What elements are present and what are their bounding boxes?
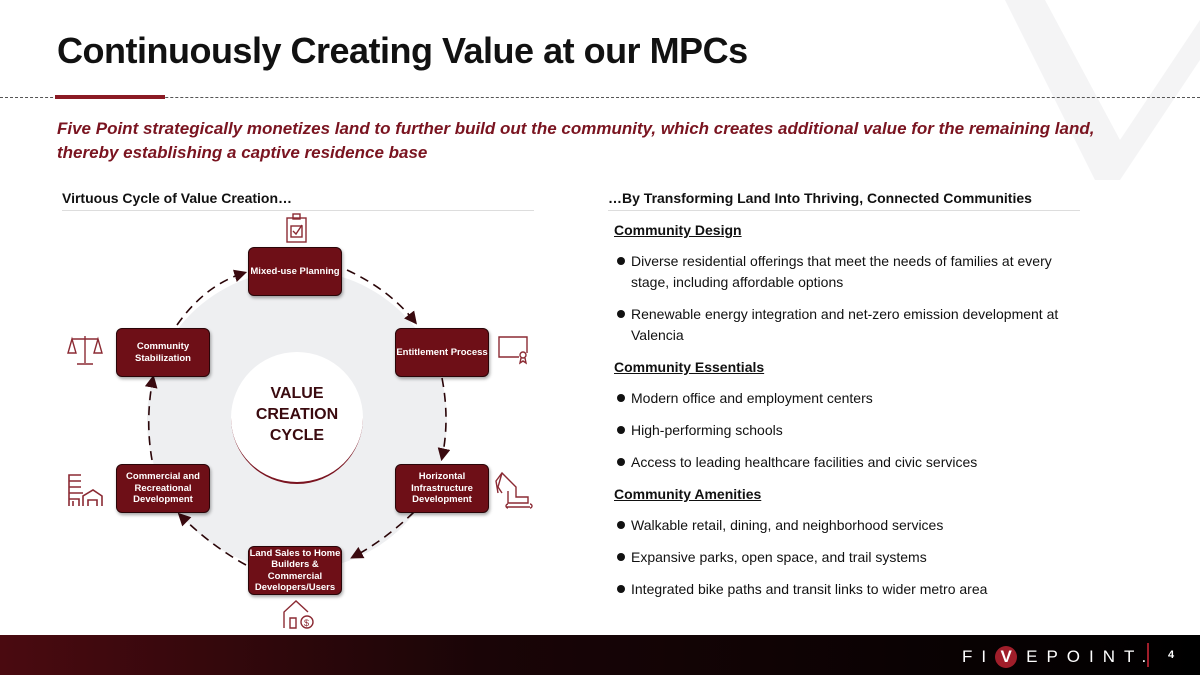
clipboard-check-icon — [286, 213, 307, 243]
watermark-v-shape — [1005, 0, 1200, 180]
step-land-sales: Land Sales to Home Builders & Commercial… — [248, 546, 342, 595]
bullet-item: Integrated bike paths and transit links … — [614, 579, 1084, 600]
certificate-icon — [498, 336, 528, 365]
bullet-item: Renewable energy integration and net-zer… — [614, 304, 1084, 346]
bullet-item: Modern office and employment centers — [614, 388, 1084, 409]
svg-text:$: $ — [304, 618, 309, 628]
bullet-item: Expansive parks, open space, and trail s… — [614, 547, 1084, 568]
scales-icon — [67, 336, 103, 365]
heading-community-amenities: Community Amenities — [614, 486, 762, 502]
right-section-header: …By Transforming Land Into Thriving, Con… — [608, 190, 1080, 211]
left-section-header: Virtuous Cycle of Value Creation… — [62, 190, 534, 211]
bullet-item: Diverse residential offerings that meet … — [614, 251, 1084, 293]
excavator-icon — [495, 471, 533, 509]
logo-v-badge: V — [995, 646, 1018, 668]
buildings-icon — [68, 474, 103, 506]
step-commercial-recreational: Commercial and Recreational Development — [116, 464, 210, 513]
footer-divider — [1147, 643, 1149, 667]
subtitle: Five Point strategically monetizes land … — [57, 119, 1095, 162]
cycle-arrows — [144, 269, 451, 566]
step-horizontal-infrastructure: Horizontal Infrastructure Development — [395, 464, 489, 513]
heading-community-design: Community Design — [614, 222, 742, 238]
logo-text: EPOINT. — [1026, 647, 1156, 666]
bullet-item: Access to leading healthcare facilities … — [614, 452, 1084, 473]
house-money-icon: $ — [283, 600, 314, 629]
step-community-stabilization: Community Stabilization — [116, 328, 210, 377]
page-title: Continuously Creating Value at our MPCs — [57, 30, 748, 71]
title-divider — [0, 97, 1200, 98]
community-features-list: Community Design Diverse residential off… — [614, 220, 1084, 611]
step-mixed-use-planning: Mixed-use Planning — [248, 247, 342, 296]
page-number: 4 — [1168, 649, 1175, 661]
logo-text: FI — [962, 647, 996, 666]
step-entitlement-process: Entitlement Process — [395, 328, 489, 377]
heading-community-essentials: Community Essentials — [614, 359, 765, 375]
bullet-item: High-performing schools — [614, 420, 1084, 441]
title-accent-bar — [55, 95, 165, 99]
cycle-center-label: VALUE CREATION CYCLE — [231, 352, 363, 484]
bullet-item: Walkable retail, dining, and neighborhoo… — [614, 515, 1084, 536]
